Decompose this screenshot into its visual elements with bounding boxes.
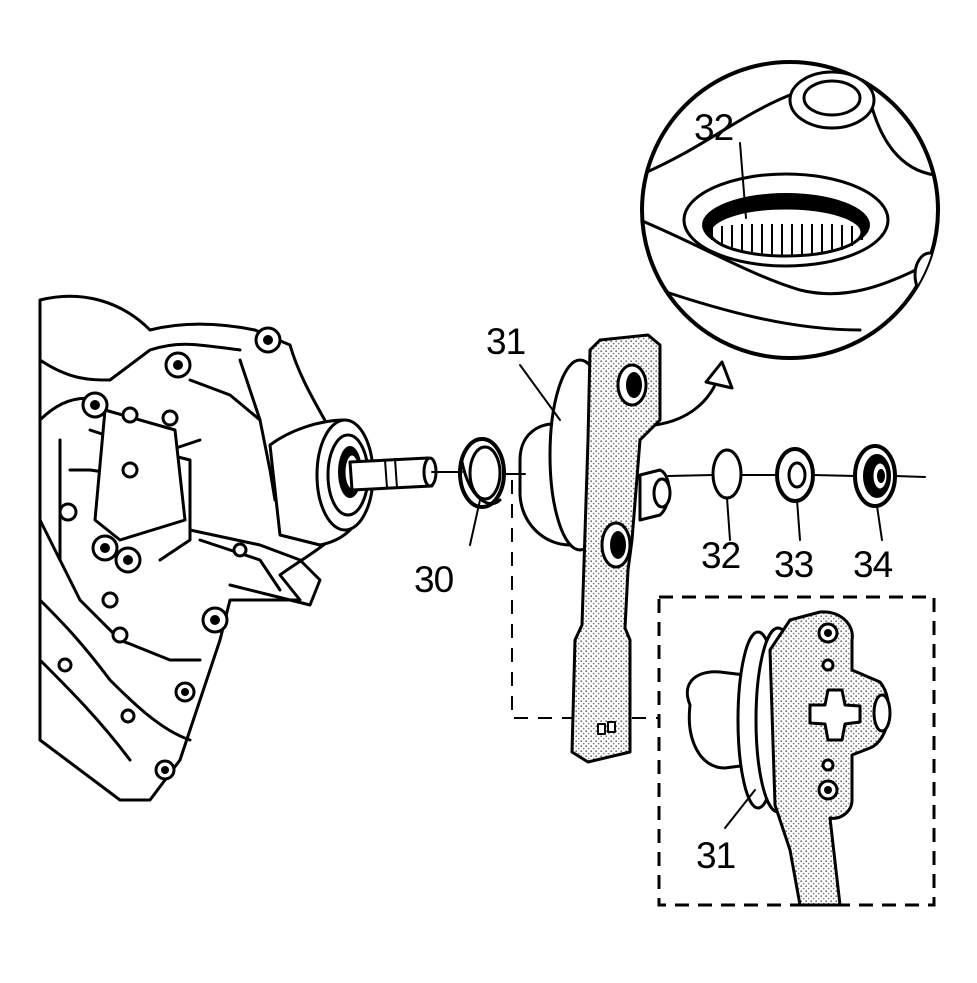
bolt-heads <box>57 326 282 781</box>
leader-lines <box>469 364 883 829</box>
callout-33: 33 <box>774 544 813 585</box>
ring-30 <box>458 437 506 509</box>
zoom-detail-32 <box>640 60 940 427</box>
callouts: 30 31 31 32 32 33 34 <box>414 107 894 876</box>
assembly-axis <box>431 471 926 478</box>
callout-34: 34 <box>853 544 893 585</box>
callout-32: 32 <box>701 535 740 576</box>
holding-tool-31 <box>518 333 672 764</box>
callout-31-inset: 31 <box>696 835 735 876</box>
seal-34 <box>853 444 897 508</box>
callout-30: 30 <box>414 559 454 600</box>
inset-detail-31 <box>657 595 936 907</box>
dashed-connector <box>511 480 680 719</box>
washer-33 <box>775 447 815 503</box>
transfer-case-assembly <box>38 294 438 802</box>
callout-32-zoom: 32 <box>694 107 733 148</box>
callout-31-top: 31 <box>486 321 525 362</box>
ring-32 <box>711 448 743 500</box>
